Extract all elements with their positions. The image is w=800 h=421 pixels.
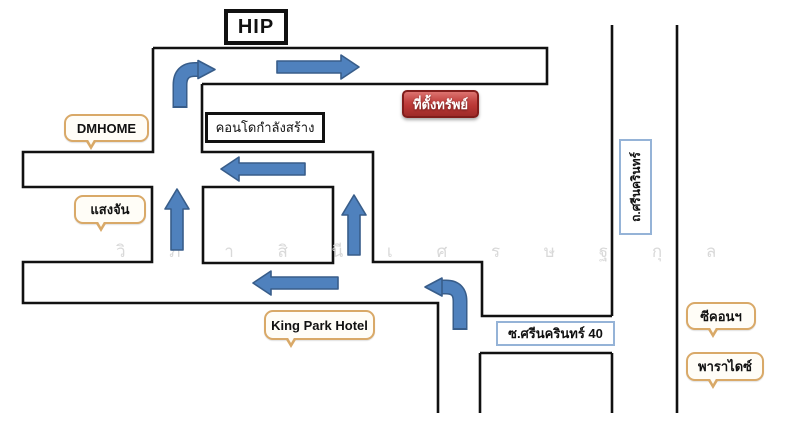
- central-block: [201, 185, 335, 265]
- bubble-paradise: พาราไดซ์: [686, 352, 764, 389]
- property-location-label: ที่ตั้งทรัพย์: [412, 96, 469, 112]
- watermark-text: วิ ภ า สิ นี เ ศ ร ษ ฐ กุ ล: [116, 242, 731, 261]
- soi-label: ซ.ศรีนครินทร์ 40: [508, 326, 603, 341]
- arrow-west-south-loop: [252, 270, 339, 296]
- bubble-seacon: ซีคอนฯ: [686, 302, 756, 338]
- bubble-king-park-hotel: King Park Hotel: [264, 310, 375, 348]
- dmhome-label: DMHOME: [76, 120, 137, 136]
- road-inner-east: [200, 84, 612, 318]
- hip-title-box: HIP: [224, 9, 288, 45]
- bubble-dmhome: DMHOME: [64, 114, 149, 150]
- road-west-and-south: [21, 48, 440, 413]
- seacon-label: ซีคอนฯ: [700, 308, 742, 324]
- main-road-label: ถ.ศรีนครินทร์: [629, 152, 643, 222]
- bubble-saengchan: แสงจัน: [74, 195, 146, 232]
- property-location-marker: ที่ตั้งทรัพย์: [402, 90, 479, 118]
- curved-arrow-up-left: [424, 277, 468, 330]
- arrow-up-west-loop: [164, 188, 190, 251]
- saengchan-label: แสงจัน: [90, 202, 130, 217]
- arrow-east-top-road: [276, 54, 360, 80]
- condo-under-construction-box: คอนโดกำลังสร้าง: [205, 112, 325, 143]
- paradise-label: พาราไดซ์: [698, 359, 752, 374]
- curved-arrow-up-right: [172, 59, 216, 108]
- king-park-hotel-label: King Park Hotel: [271, 317, 368, 333]
- srinagarindra-road-label-box: ถ.ศรีนครินทร์: [619, 139, 652, 235]
- condo-label: คอนโดกำลังสร้าง: [215, 120, 315, 135]
- soi-srinagarindra-40-label-box: ซ.ศรีนครินทร์ 40: [496, 321, 615, 346]
- hip-title: HIP: [237, 15, 275, 38]
- road-top: [153, 46, 549, 86]
- arrow-up-east-loop: [341, 194, 367, 256]
- arrow-west-north-loop: [220, 156, 306, 182]
